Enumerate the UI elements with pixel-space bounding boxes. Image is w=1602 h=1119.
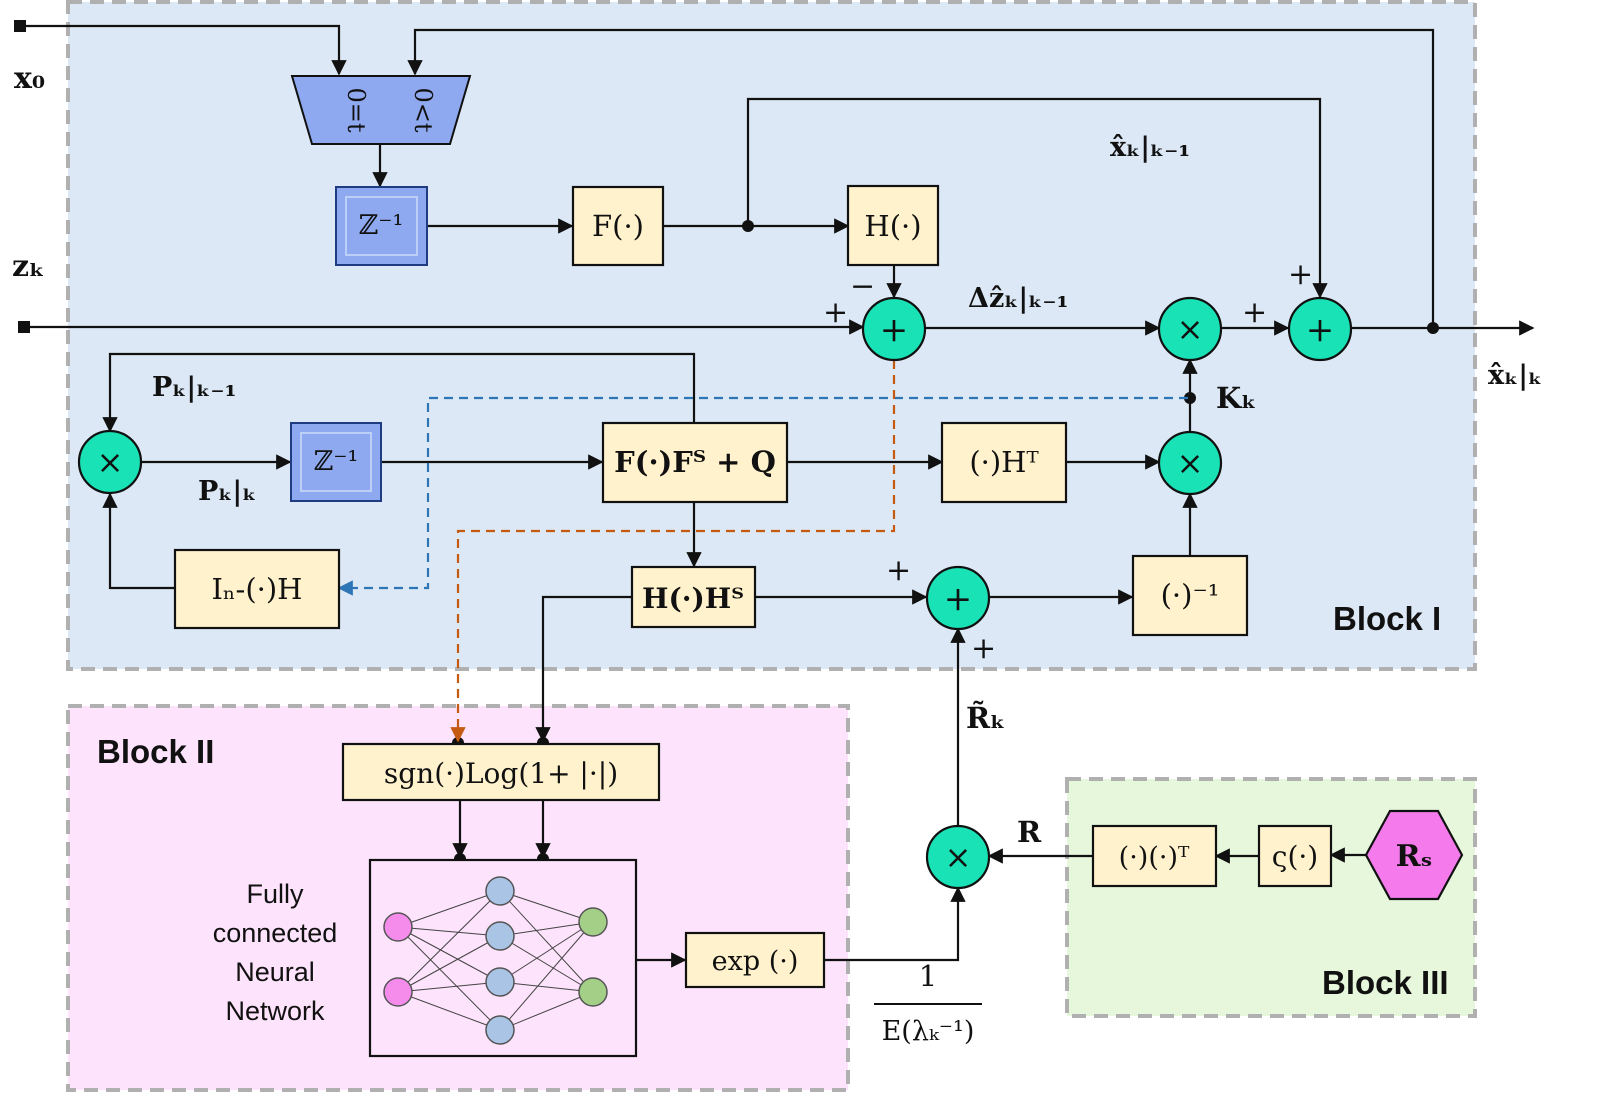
sign-plus: +	[823, 295, 848, 330]
fraction-numerator: 1	[919, 959, 937, 993]
gain-feedback-path	[337, 396, 1188, 596]
multiplier-gain: ×	[1157, 296, 1223, 362]
nn-label-line: Neural	[235, 957, 315, 987]
inverse-box	[1131, 554, 1249, 637]
nn-hidden-node	[485, 967, 515, 997]
junction-dot	[1427, 322, 1439, 334]
HT-box	[940, 421, 1068, 504]
IH-label: Iₙ-(·)H	[212, 572, 303, 606]
P-post-label: Pₖ|ₖ	[198, 476, 256, 507]
zk-label: zₖ	[12, 249, 45, 284]
delay-label: ℤ⁻¹	[314, 446, 359, 477]
HT-label: (·)Hᵀ	[969, 445, 1039, 479]
times-op: ×	[97, 443, 124, 481]
H-label: H(·)	[864, 209, 921, 243]
F-box	[571, 185, 665, 267]
sign-plus: +	[1242, 295, 1267, 330]
fraction-denominator: E(λₖ⁻¹)	[882, 1016, 975, 1047]
HHT-label: H(·)Hᵀ	[642, 582, 744, 615]
outer-product-box	[1091, 824, 1218, 888]
times-op: ×	[945, 838, 972, 876]
H-box	[846, 184, 940, 267]
covariance-predict-box	[601, 421, 789, 504]
block3-label: Block III	[1322, 964, 1449, 1001]
nn-label-line: Network	[225, 996, 325, 1026]
sign-minus: −	[850, 269, 875, 304]
multiplier-kalman-gain: ×	[1157, 430, 1223, 496]
covariance-predict-label: F(·)Fᵀ + Q	[614, 445, 776, 479]
vsig-box	[1257, 824, 1333, 888]
Rs-label: Rₛ	[1396, 839, 1433, 874]
nn-output-node	[578, 977, 608, 1007]
F-label: F(·)	[592, 209, 644, 243]
kalman-gain-label: Kₖ	[1216, 381, 1256, 415]
times-op: ×	[1177, 310, 1204, 348]
sgnlog-box	[341, 742, 661, 802]
sign-plus: +	[1288, 257, 1313, 292]
xhat-pred-label: x̂ₖ|ₖ₋₁	[1110, 132, 1190, 163]
Rs-hexagon	[1364, 809, 1464, 901]
multiplier-noise: ×	[925, 824, 991, 890]
exp-box	[684, 931, 826, 989]
sgnlog-label: sgn(·)Log(1+ |·|)	[384, 757, 618, 790]
times-op: ×	[1177, 444, 1204, 482]
summer-innovation: +	[861, 296, 927, 362]
summer-innovation-covariance: +	[925, 565, 991, 631]
outer-product-label: (·)(·)ᵀ	[1119, 842, 1190, 873]
inverse-label: (·)⁻¹	[1161, 578, 1220, 612]
block2-label: Block II	[97, 733, 214, 770]
delay-block-covariance: ℤ⁻¹	[290, 422, 382, 502]
innovation-label: Δẑₖ|ₖ₋₁	[968, 283, 1068, 314]
delay-label: ℤ⁻¹	[359, 210, 404, 241]
innovation-feedback-path	[450, 360, 896, 743]
exp-label: exp (·)	[712, 946, 799, 977]
junction-dot	[1184, 392, 1196, 404]
P-pred-label: Pₖ|ₖ₋₁	[152, 372, 236, 403]
R-label: R	[1017, 815, 1042, 849]
sign-plus: +	[886, 553, 911, 588]
nn-hidden-node	[485, 921, 515, 951]
sign-plus: +	[971, 631, 996, 666]
plus-op: +	[1306, 310, 1335, 350]
xhat-out-label: x̂ₖ|ₖ	[1488, 360, 1542, 391]
nn-hidden-node	[485, 876, 515, 906]
HHT-box	[630, 565, 757, 629]
nn-hidden-node	[485, 1015, 515, 1045]
delay-block-state: ℤ⁻¹	[335, 186, 428, 266]
multiplier-covariance: ×	[77, 429, 143, 495]
nn-input-node	[383, 977, 413, 1007]
Rtilde-label: R̃ₖ	[966, 701, 1005, 735]
nn-output-node	[578, 907, 608, 937]
nn-input-node	[383, 912, 413, 942]
initial-state-mux	[290, 75, 472, 145]
neural-network	[368, 858, 638, 1058]
plus-op: +	[880, 310, 909, 350]
nn-label-line: Fully	[246, 879, 304, 909]
summer-update: +	[1287, 296, 1353, 362]
mux-input-b: 0<t	[409, 87, 437, 132]
block1-label: Block I	[1333, 600, 1441, 637]
plus-op: +	[944, 579, 973, 619]
IH-box	[173, 548, 341, 630]
x0-label: x₀	[14, 61, 45, 96]
mux-input-a: 0=t	[342, 87, 370, 132]
vsig-label: ς(·)	[1272, 840, 1318, 873]
nn-label-line: connected	[213, 918, 338, 948]
